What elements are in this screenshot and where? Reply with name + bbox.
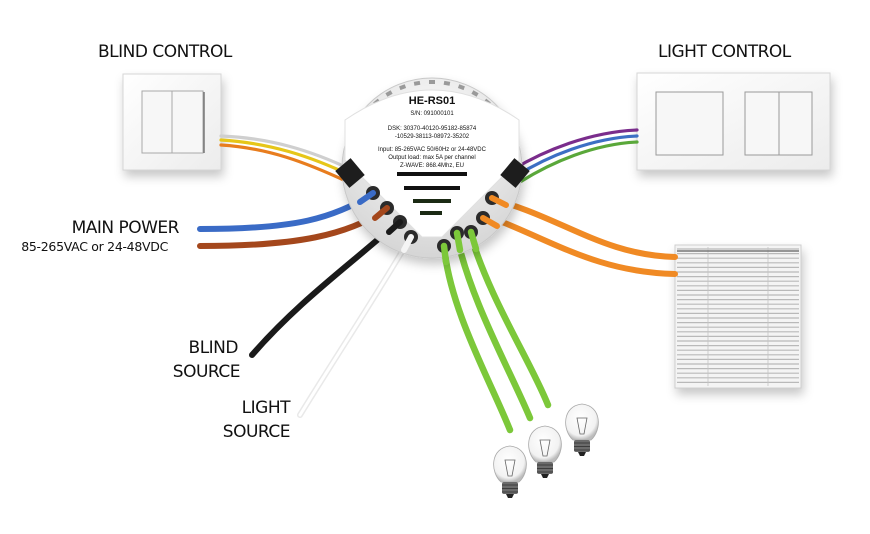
light-bulbs	[493, 403, 599, 498]
label-blind-source-line2: SOURCE	[172, 362, 241, 382]
label-light-source-line1: LIGHT	[241, 398, 291, 418]
module-input-spec: Input: 85-265VAC 50/60Hz or 24-48VDC	[378, 147, 487, 153]
module-zwave-spec: Z-WAVE: 868.4Mhz, EU	[400, 163, 464, 169]
he-rs01-module: HE-RS01 S/N: 091000101 DSK: 30370-40120-…	[335, 77, 530, 259]
vent-tooth	[429, 80, 435, 84]
module-dsk-2: -10529-38113-08972-35202	[395, 134, 470, 140]
label-blind-control: BLIND CONTROL	[98, 42, 232, 62]
wire-light-out-3	[466, 229, 552, 409]
vent-tooth	[385, 90, 393, 97]
wire-light-control-green	[518, 140, 639, 184]
label-light-control: LIGHT CONTROL	[658, 42, 791, 62]
wire-light-out-1	[440, 242, 514, 434]
module-serial: S/N: 091000101	[410, 111, 454, 117]
wire-blind-control-white	[219, 134, 354, 172]
vent-tooth	[413, 80, 421, 86]
module-output-spec: Output load: max 5A per channel	[388, 155, 475, 161]
wire-ends	[357, 190, 509, 266]
label-blind-source-line1: BLIND	[188, 338, 239, 358]
vent-tooth	[399, 84, 407, 91]
wire-light-out-2	[452, 229, 534, 422]
light-bulb-icon	[493, 445, 527, 498]
label-main-power: MAIN POWER	[71, 218, 180, 238]
module-model: HE-RS01	[409, 95, 455, 107]
window-blind	[674, 244, 802, 389]
module-dsk-1: DSK: 30370-40120-95182-85874	[388, 126, 477, 132]
light-bulb-icon	[528, 425, 562, 478]
vent-tooth	[457, 84, 465, 91]
wire-blind-control-orange	[219, 143, 350, 184]
wire-light-control-purple	[510, 128, 639, 172]
vent-tooth	[443, 80, 451, 86]
wire-main-power-blue	[197, 192, 375, 232]
label-main-power-spec: 85-265VAC or 24-48VDC	[21, 239, 168, 254]
light-bulb-icon	[565, 403, 599, 456]
light-control-switch	[636, 72, 831, 171]
vent-tooth	[471, 90, 479, 97]
blind-control-switch	[122, 73, 222, 171]
label-light-source-line2: SOURCE	[222, 422, 291, 442]
